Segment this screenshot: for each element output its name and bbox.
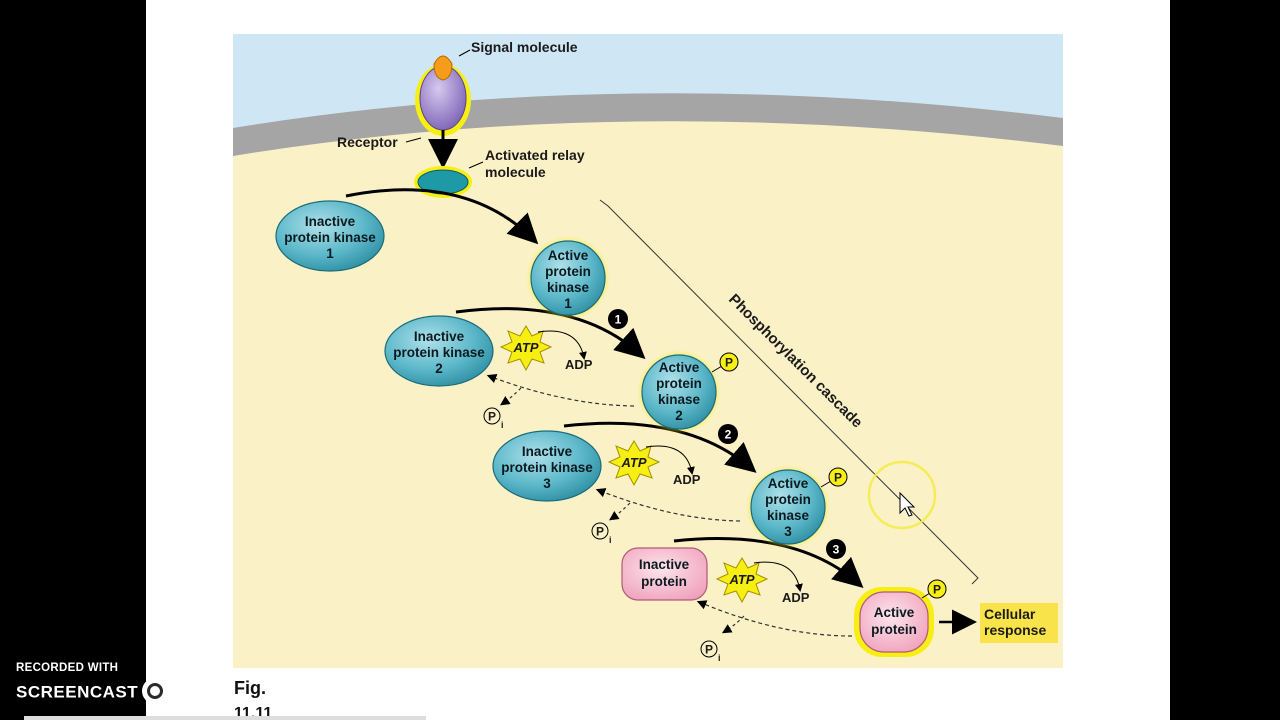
- atp-star-1: ATP: [499, 325, 553, 372]
- svg-text:P: P: [705, 643, 713, 657]
- pi-3: P i: [700, 640, 721, 663]
- arrow-relay-to-ak1: [345, 188, 539, 245]
- screencast-logo-icon: [142, 678, 169, 704]
- svg-text:protein kinase: protein kinase: [284, 230, 376, 245]
- svg-text:2: 2: [725, 428, 732, 442]
- step-1-badge: 1: [608, 309, 628, 329]
- watermark-brand-right: MATIC: [172, 682, 228, 702]
- adp-1: ADP: [565, 357, 593, 372]
- active-protein: Active protein: [854, 587, 934, 657]
- svg-text:ATP: ATP: [728, 572, 754, 587]
- svg-text:i: i: [718, 653, 721, 663]
- pi-2: P i: [591, 522, 612, 545]
- dashed-return-3: [595, 488, 741, 522]
- dashed-return-protein: [696, 600, 853, 637]
- watermark-underline: [24, 716, 426, 720]
- watermark-recorded-text: RECORDED WITH: [16, 662, 119, 674]
- cascade-bracket: [599, 199, 979, 585]
- cursor-highlight: [867, 460, 937, 530]
- svg-text:2: 2: [435, 361, 443, 376]
- svg-text:kinase: kinase: [547, 280, 590, 295]
- signal-molecule: [433, 55, 453, 81]
- svg-text:2: 2: [675, 408, 683, 423]
- atp-star-2: ATP: [607, 440, 661, 487]
- signal-transduction-figure: Phosphorylation cascade Signal molecule …: [233, 34, 1063, 669]
- active-kinase-2: Active protein kinase 2: [637, 350, 721, 434]
- svg-text:1: 1: [615, 313, 622, 327]
- svg-text:P: P: [725, 356, 733, 370]
- signal-molecule-label: Signal molecule: [471, 39, 578, 55]
- svg-text:i: i: [501, 420, 504, 430]
- svg-text:Inactive: Inactive: [639, 557, 690, 572]
- svg-text:P: P: [488, 410, 496, 424]
- svg-text:protein: protein: [871, 622, 917, 637]
- step-2-badge: 2: [718, 424, 738, 444]
- relay-label-line1: Activated relay: [485, 147, 585, 163]
- svg-text:protein kinase: protein kinase: [501, 460, 593, 475]
- receptor-label: Receptor: [337, 134, 398, 150]
- svg-text:P: P: [933, 583, 941, 597]
- watermark-brand-left: SCREENCAST: [16, 682, 139, 702]
- svg-text:kinase: kinase: [658, 392, 701, 407]
- cellular-response-box: Cellular response: [980, 603, 1058, 643]
- svg-text:1: 1: [326, 246, 334, 261]
- inactive-kinase-2: Inactive protein kinase 2: [384, 315, 494, 387]
- svg-text:Active: Active: [548, 248, 589, 263]
- svg-text:protein: protein: [765, 492, 811, 507]
- phosphate-badge-protein: P: [921, 579, 947, 599]
- svg-text:protein: protein: [656, 376, 702, 391]
- active-kinase-1: Active protein kinase 1: [526, 236, 610, 320]
- inactive-kinase-3: Inactive protein kinase 3: [492, 430, 602, 502]
- svg-text:3: 3: [784, 524, 792, 539]
- phosphate-badge-3: P: [820, 467, 848, 488]
- atp-star-3: ATP: [715, 557, 769, 604]
- svg-text:Inactive: Inactive: [522, 444, 573, 459]
- dashed-return-2: [486, 374, 635, 407]
- svg-text:3: 3: [543, 476, 551, 491]
- svg-text:Active: Active: [874, 605, 915, 620]
- active-kinase-3: Active protein kinase 3: [746, 465, 830, 549]
- step-3-badge: 3: [826, 539, 846, 559]
- svg-text:protein: protein: [641, 574, 687, 589]
- svg-text:ATP: ATP: [512, 340, 538, 355]
- svg-text:P: P: [596, 525, 604, 539]
- inactive-kinase-1: Inactive protein kinase 1: [275, 200, 385, 272]
- svg-text:ATP: ATP: [620, 455, 646, 470]
- inactive-protein: Inactive protein: [621, 547, 708, 601]
- svg-text:1: 1: [564, 296, 572, 311]
- svg-text:Active: Active: [768, 476, 809, 491]
- adp-2: ADP: [673, 472, 701, 487]
- svg-text:P: P: [834, 471, 842, 485]
- svg-text:protein kinase: protein kinase: [393, 345, 485, 360]
- figure-caption: Fig.: [234, 678, 266, 698]
- relay-label-line2: molecule: [485, 164, 546, 180]
- svg-text:Active: Active: [659, 360, 700, 375]
- svg-text:Cellular: Cellular: [984, 606, 1036, 622]
- svg-text:Inactive: Inactive: [305, 214, 356, 229]
- svg-text:Inactive: Inactive: [414, 329, 465, 344]
- watermark-brand: SCREENCAST MATIC: [16, 678, 228, 704]
- screencast-watermark: RECORDED WITH SCREENCAST MATIC: [0, 650, 300, 720]
- phosphate-badge-2: P: [711, 352, 739, 373]
- svg-text:i: i: [609, 535, 612, 545]
- slide: Phosphorylation cascade Signal molecule …: [146, 0, 1170, 720]
- svg-text:3: 3: [833, 543, 840, 557]
- pi-1: P i: [483, 407, 504, 430]
- adp-3: ADP: [782, 590, 810, 605]
- svg-text:response: response: [984, 622, 1046, 638]
- svg-text:protein: protein: [545, 264, 591, 279]
- svg-text:kinase: kinase: [767, 508, 810, 523]
